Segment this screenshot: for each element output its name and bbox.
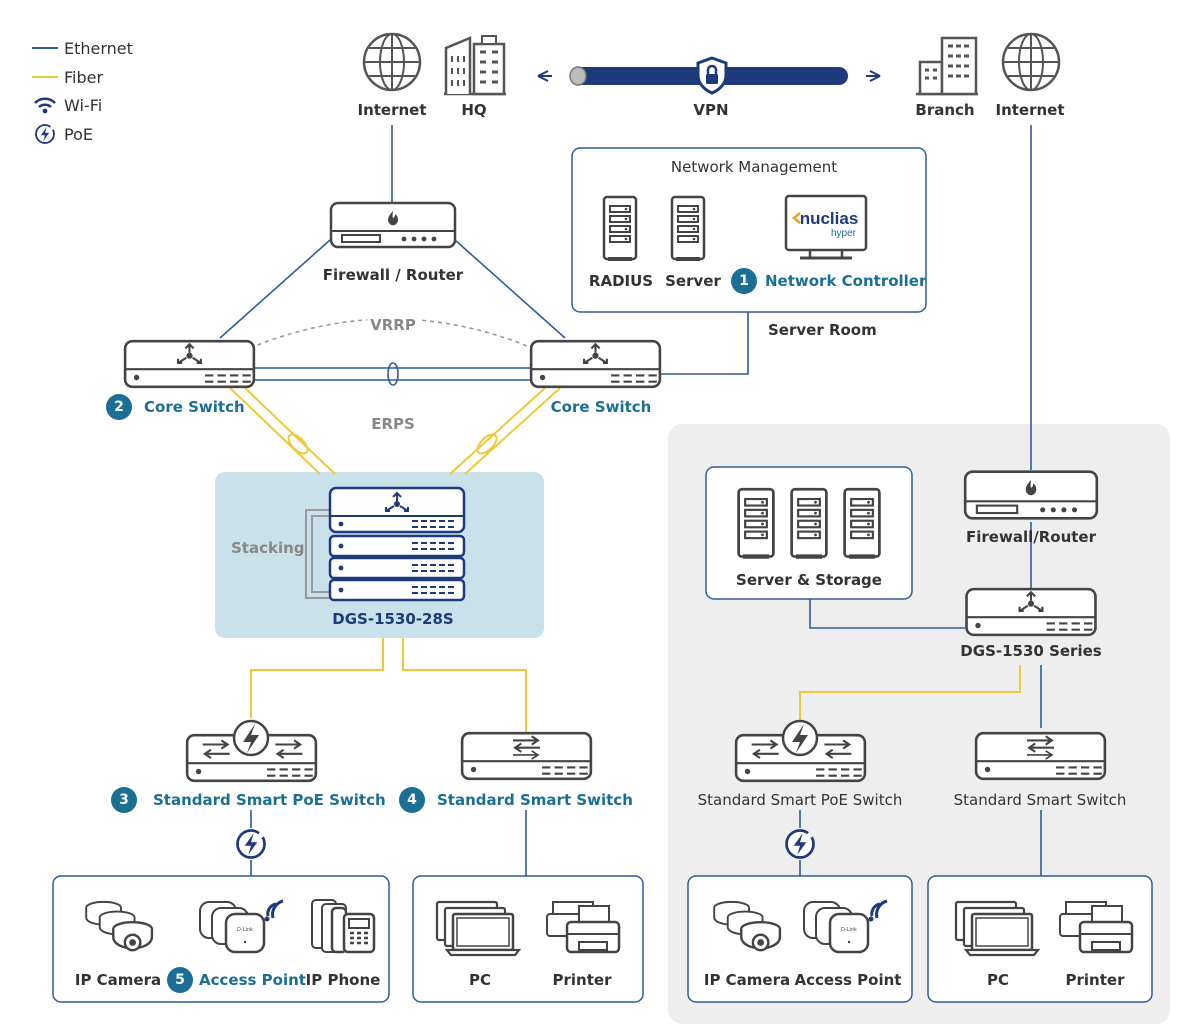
branch-building-icon [914,36,980,96]
poe-icon [32,123,58,145]
branch-label: Branch [915,101,975,119]
lag-marker-left [287,433,309,455]
access-point-badge: 5 [167,967,193,993]
internet-globe-icon-branch [1001,32,1061,92]
hq-smart-switch-label: Standard Smart Switch [437,791,633,809]
branch-poe-switch-label: Standard Smart PoE Switch [697,791,903,809]
vpn-lock-icon [696,56,728,95]
hq-poe-indicator-icon [236,829,266,859]
legend-fiber: Fiber [32,66,103,88]
svg-text:nuclias: nuclias [800,209,859,228]
network-controller-label: Network Controller [765,272,927,290]
branch-server-3-icon [845,489,880,556]
hq-printer-label: Printer [552,971,612,989]
svg-text:hyper: hyper [831,228,857,239]
fiber-line-swatch [32,76,58,78]
internet-label-branch: Internet [995,101,1065,119]
legend-ethernet-label: Ethernet [64,38,133,58]
internet-label-hq: Internet [357,101,427,119]
wifi-icon [32,94,58,116]
hq-building-icon [442,34,508,96]
hq-smart-switch-icon [460,731,593,781]
stack-model-label: DGS-1530-28S [332,610,454,628]
hq-poe-switch-bolt-icon [232,719,270,757]
core-switch-left-label: Core Switch [144,398,245,416]
radius-label: RADIUS [588,272,654,290]
network-management-box [571,147,927,313]
internet-globe-icon-hq [362,32,422,92]
branch-ip-camera-label: IP Camera [703,971,791,989]
vpn-label: VPN [693,101,729,119]
core-switch-left-badge: 2 [106,394,132,420]
firewall-router-icon [329,201,457,249]
firewall-router-label: Firewall / Router [322,266,464,284]
hq-ip-camera-label: IP Camera [74,971,162,989]
dgs-1530-28s-stack-icon [305,486,466,602]
network-management-title: Network Management [670,158,838,176]
hq-poe-switch-badge: 3 [111,787,137,813]
hq-smart-switch-badge: 4 [399,787,425,813]
stacking-label: Stacking [231,539,305,557]
vrrp-label: VRRP [367,315,419,335]
core-switch-left-icon [123,339,256,389]
branch-pc-label: PC [986,971,1010,989]
server-icon [670,195,706,261]
hq-label: HQ [461,101,487,119]
server-label: Server [665,272,721,290]
branch-server-1-icon [739,489,774,556]
legend-ethernet: Ethernet [32,37,133,59]
branch-dgs-1530-series-label: DGS-1530 Series [960,642,1102,660]
erps-ring-marker [387,362,399,386]
ethernet-links-branch [799,125,1042,876]
hq-ip-phone-label: IP Phone [305,971,381,989]
branch-access-point-label: Access Point [794,971,902,989]
server-storage-label: Server & Storage [736,571,882,589]
branch-dgs-1530-switch-icon [965,587,1097,637]
branch-firewall-router-label: Firewall/Router [966,528,1096,546]
erps-label: ERPS [371,415,415,433]
branch-poe-switch-bolt-icon [781,719,819,757]
fiber-link-branch [799,665,1021,720]
network-controller-badge: 1 [731,268,757,294]
branch-poe-indicator-icon [785,829,815,859]
hq-access-point-label: Access Point [199,971,306,989]
branch-server-2-icon [792,489,827,556]
radius-server-icon [602,195,638,261]
core-switch-right-icon [529,339,662,389]
legend-fiber-label: Fiber [64,67,104,87]
legend-poe-label: PoE [64,124,93,144]
hq-pc-label: PC [468,971,492,989]
branch-smart-switch-icon [974,731,1107,781]
server-room-label: Server Room [768,321,877,339]
ethernet-line-swatch [32,47,58,49]
core-switch-right-label: Core Switch [550,398,652,416]
branch-printer-label: Printer [1065,971,1125,989]
network-controller-monitor-icon: nuclias hyper [784,194,868,260]
fiber-links-hq [229,387,561,735]
ethernet-links-hq [219,125,749,876]
legend-wifi-label: Wi-Fi [64,95,103,115]
lag-marker-right [476,433,498,455]
hq-poe-switch-label: Standard Smart PoE Switch [153,791,386,809]
legend-wifi: Wi-Fi [32,94,102,116]
branch-smart-switch-label: Standard Smart Switch [953,791,1127,809]
legend-poe: PoE [32,123,93,145]
branch-firewall-router-icon [963,470,1099,520]
